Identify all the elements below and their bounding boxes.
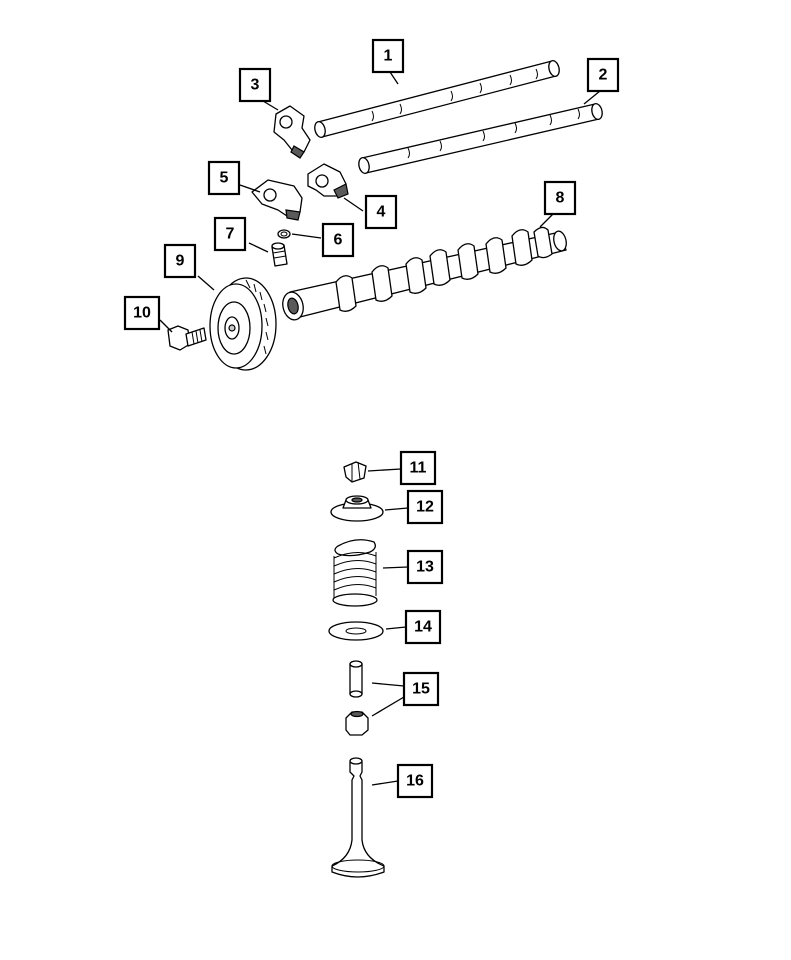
rocker-arm-3: [273, 105, 311, 159]
bolt-10: [167, 325, 207, 351]
callout-5: 5: [207, 160, 241, 196]
callout-14: 14: [404, 609, 442, 645]
washer-14: [328, 621, 384, 641]
callout-13-label: 13: [416, 559, 434, 576]
callout-1: 1: [371, 38, 405, 74]
callout-10: 10: [123, 295, 161, 331]
callout-7: 7: [213, 216, 247, 252]
spring-retainer-12: [330, 495, 384, 522]
callout-5-label: 5: [220, 170, 229, 187]
camshaft-8: [282, 226, 567, 321]
valve-lock-11: [343, 461, 367, 483]
callout-12: 12: [406, 489, 444, 525]
callout-2-label: 2: [599, 67, 608, 84]
callout-9-label: 9: [176, 253, 185, 270]
rocker-shaft-2: [358, 102, 603, 175]
rocker-arm-5: [251, 179, 303, 221]
valve-16: [331, 757, 385, 878]
callout-13: 13: [406, 549, 444, 585]
callout-15: 15: [402, 671, 440, 707]
callout-6-label: 6: [334, 232, 343, 249]
callout-3: 3: [238, 67, 272, 103]
callout-4: 4: [364, 194, 398, 230]
callout-7-label: 7: [226, 226, 235, 243]
rocker-shaft-1: [314, 59, 560, 139]
callout-14-label: 14: [414, 619, 432, 636]
callout-15-label: 15: [412, 681, 430, 698]
callout-16: 16: [396, 763, 434, 799]
callout-4-label: 4: [377, 204, 386, 221]
rocker-arm-4: [307, 163, 349, 199]
callout-16-label: 16: [406, 773, 424, 790]
callout-11: 11: [399, 450, 437, 486]
callout-10-label: 10: [133, 305, 151, 322]
callout-3-label: 3: [251, 77, 260, 94]
callout-2: 2: [586, 57, 620, 93]
callout-1-label: 1: [384, 48, 393, 65]
callout-12-label: 12: [416, 499, 434, 516]
valve-stem-seal-15: [345, 660, 369, 736]
o-ring-6: [277, 229, 291, 239]
lash-adjuster-7: [271, 242, 288, 267]
leader-lines: [159, 71, 601, 786]
callout-11-label: 11: [410, 460, 427, 477]
valve-spring-13: [332, 539, 378, 607]
camshaft-sprocket-9: [209, 277, 277, 371]
callout-8: 8: [543, 180, 577, 216]
callout-9: 9: [163, 243, 197, 279]
callout-8-label: 8: [556, 190, 565, 207]
callout-6: 6: [321, 222, 355, 258]
